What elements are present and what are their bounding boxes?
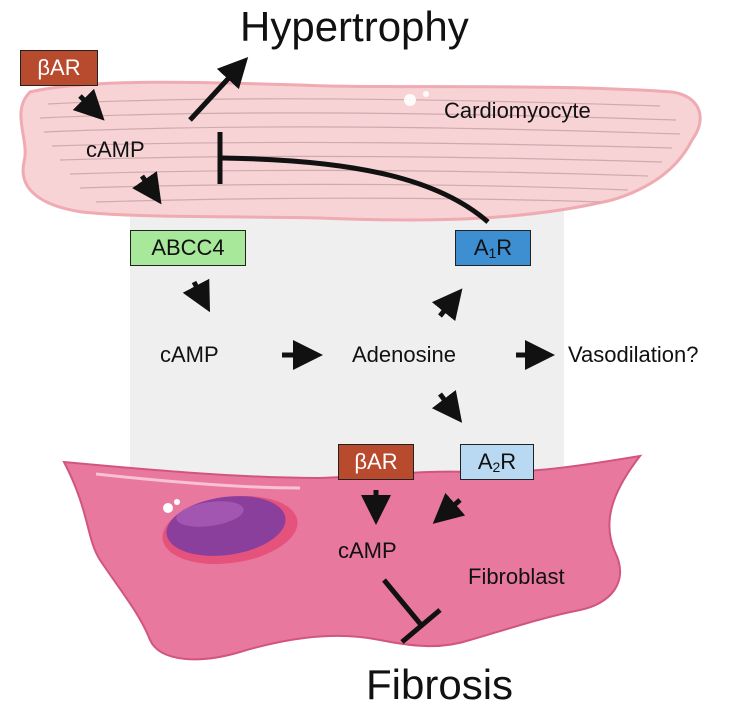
adenosine-label: Adenosine xyxy=(352,342,456,367)
inhibition-camp-to-fibrosis xyxy=(382,578,442,644)
a1r-main-text: A xyxy=(473,235,489,260)
a2r-subscript: 2 xyxy=(492,459,501,475)
fibroblast-nucleus xyxy=(162,495,298,565)
fibroblast-label: Fibroblast xyxy=(468,564,565,589)
beta-ar-top-box: βAR xyxy=(20,50,98,86)
camp-mid-label: cAMP xyxy=(160,342,219,367)
a2r-tail-text: R xyxy=(500,449,517,474)
a2r-main-text: A xyxy=(477,449,493,474)
arrow-a2r-to-camp-bottom xyxy=(432,492,466,524)
beta-ar-bottom-box: βAR xyxy=(338,444,414,480)
fibrosis-label: Fibrosis xyxy=(366,661,514,708)
hypertrophy-label: Hypertrophy xyxy=(240,3,469,50)
camp-top-label: cAMP xyxy=(86,137,145,162)
abcc4-box: ABCC4 xyxy=(130,230,246,266)
arrow-abcc4-to-camp-mid xyxy=(182,278,211,313)
arrow-camp-to-hypertrophy xyxy=(188,56,249,122)
a1r-tail-text: R xyxy=(496,235,513,260)
a1r-subscript: 1 xyxy=(488,245,497,261)
camp-bottom-label: cAMP xyxy=(338,538,397,563)
arrow-bar-to-camp-top xyxy=(72,88,105,121)
vasodilation-label: Vasodilation? xyxy=(568,342,699,367)
arrow-adenosine-to-a2r xyxy=(431,389,463,423)
inhibition-a1r-to-camp xyxy=(217,132,490,224)
arrow-camp-to-abcc4 xyxy=(132,171,162,205)
cardiomyocyte-label: Cardiomyocyte xyxy=(444,98,591,123)
arrow-adenosine-to-a1r xyxy=(431,288,463,322)
